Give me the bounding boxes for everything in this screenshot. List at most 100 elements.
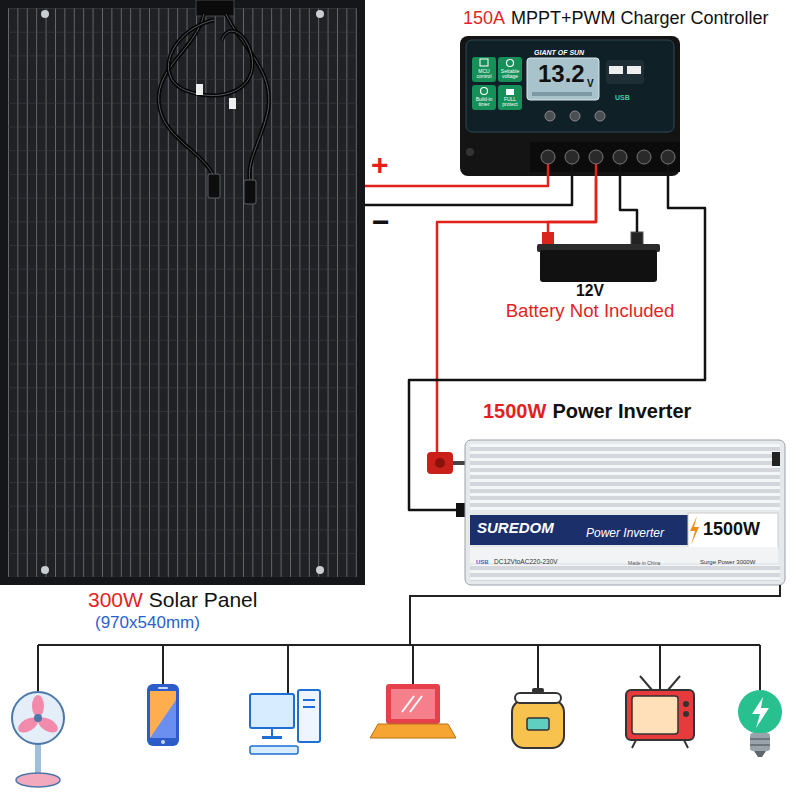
label-holder: Settable voltage: [498, 69, 522, 80]
rating-text: 1500W: [703, 519, 760, 539]
monitor-foot: [262, 736, 282, 739]
rating-plate: [688, 513, 778, 548]
tv-body: [626, 690, 694, 740]
label-holder: FULL protect: [498, 97, 522, 108]
usb-port-frame: [606, 60, 644, 84]
usb-text: USB: [476, 559, 489, 565]
text-row: Battery Not Included: [490, 300, 690, 321]
brand-text: GIANT OF SUN: [534, 49, 584, 56]
fan-head: [12, 692, 64, 744]
label-holder: 1500W: [703, 520, 760, 540]
terminal-cap: [435, 458, 445, 468]
cable: [168, 20, 252, 96]
label-holder: V: [587, 73, 594, 91]
wire: [365, 178, 548, 186]
usb-port: [627, 66, 641, 74]
fan-icon: [12, 692, 64, 787]
tv-knob: [683, 711, 689, 717]
terminal-screw: [565, 150, 579, 164]
cooling-ribs: [470, 565, 780, 581]
origin-text: Made in China: [628, 560, 660, 566]
cooker-lid: [515, 693, 561, 703]
appliance-wiring: [38, 585, 780, 694]
bulb-tip: [754, 751, 766, 757]
cable-tag: [196, 84, 203, 95]
gear-glyph: [507, 60, 514, 67]
cable: [168, 20, 252, 96]
label-holder: USB: [615, 86, 630, 104]
chip-glyph: [480, 59, 488, 66]
wire-stub: [436, 398, 439, 454]
phone-screen: [150, 691, 176, 738]
terminal-screw: [637, 150, 651, 164]
solar-panel-art: [0, 0, 365, 585]
power-switch: [772, 452, 780, 466]
feature-icon: [498, 85, 522, 110]
mount-hole: [466, 148, 474, 156]
unit-text: V: [587, 78, 594, 89]
tv-leg: [632, 740, 636, 748]
device-text: Power Inverter: [586, 526, 664, 540]
label-holder: GIANT OF SUN: [534, 41, 584, 59]
monitor: [250, 694, 294, 728]
grommet: [41, 10, 49, 18]
cooling-ribs: [470, 444, 780, 510]
terminal-post: [453, 461, 466, 465]
usb-text: USB: [615, 94, 630, 101]
phone-button: [161, 740, 165, 744]
laptop-base: [370, 724, 456, 738]
laptop-icon: [370, 684, 456, 738]
terminal-screw: [661, 150, 675, 164]
terminal-block: [530, 142, 680, 172]
brand-logo: SUREDOM: [477, 519, 554, 536]
bus-line: [410, 585, 780, 645]
bus-line: [38, 644, 760, 646]
cooker-display: [527, 718, 549, 730]
button: [570, 111, 580, 121]
feature-icon: [472, 85, 496, 110]
panel-size: (970x540mm): [95, 613, 200, 633]
edge-label-holder: −: [372, 207, 390, 237]
label-holder: Made in China: [628, 551, 660, 569]
cable: [226, 14, 269, 182]
lcd-bar: [532, 92, 592, 96]
phone-screen-shade: [150, 700, 176, 738]
edge-label-holder: +: [371, 150, 389, 180]
bulb-bolt: [752, 697, 769, 728]
label-holder: MCU control: [472, 69, 496, 80]
controller-art: [460, 36, 680, 178]
voltage-reading: 13.2: [538, 60, 585, 87]
usb-port: [609, 66, 623, 74]
cooker-body: [512, 700, 564, 748]
label-holder: USB: [476, 550, 489, 568]
bulb-icon: [738, 690, 782, 757]
inverter-title: Power Inverter: [552, 400, 691, 423]
fan-stand: [35, 744, 41, 776]
laptop-lid: [386, 684, 440, 724]
grommet: [316, 566, 324, 574]
power-rating: 300W: [88, 588, 143, 612]
fan-hub: [34, 714, 42, 722]
spec-text: Surge Power 3000W: [700, 559, 755, 565]
computer-icon: [250, 690, 320, 754]
front-band: [470, 515, 688, 545]
tv-antenna: [668, 676, 680, 690]
terminal-screw: [613, 150, 627, 164]
panel-frame: [0, 0, 365, 585]
label-holder: SUREDOM: [477, 519, 554, 537]
button: [595, 111, 605, 121]
positive-terminal: [542, 232, 554, 246]
tower-slot: [303, 699, 315, 701]
mc4-connector: [208, 174, 220, 198]
junction-box: [196, 0, 234, 16]
tv-leg: [684, 740, 688, 748]
power-rating: 1500W: [483, 400, 546, 423]
cable: [226, 14, 269, 182]
button: [545, 111, 555, 121]
wire: [365, 178, 572, 205]
positive-terminal: [427, 452, 453, 474]
bulb-thread: [750, 744, 770, 746]
phone-body: [147, 684, 179, 746]
phone-speaker: [158, 687, 168, 689]
